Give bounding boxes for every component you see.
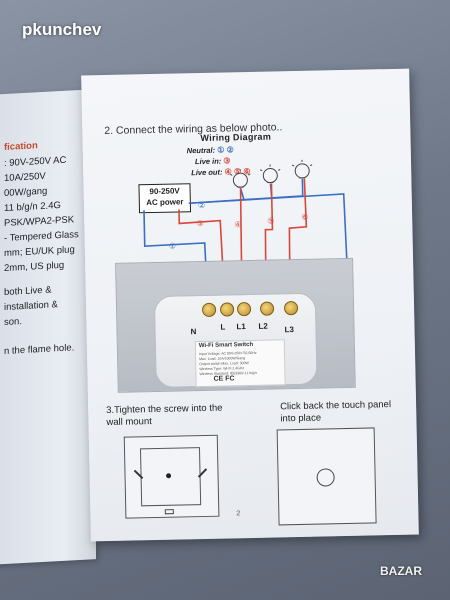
- wire-number: ③: [196, 218, 204, 229]
- left-page-line: installation &: [4, 299, 58, 313]
- screwdriver-icon: [133, 468, 208, 515]
- left-page-line: 10A/250V: [4, 170, 46, 184]
- wire-number: ②: [197, 200, 206, 211]
- left-page-line: n the flame hole.: [4, 342, 75, 357]
- left-page-line: son.: [4, 316, 22, 328]
- step4-instruction: Click back the touch panel into place: [280, 399, 392, 425]
- wire-number: ④: [234, 220, 242, 230]
- wire-number: ①: [168, 241, 177, 251]
- left-page-line: both Live &: [4, 284, 52, 298]
- site-brand-logo: BAZAR: [380, 564, 422, 578]
- left-page-line: - Tempered Glass: [4, 229, 79, 244]
- bulb-icon: [259, 164, 281, 184]
- page-number: 2: [236, 510, 241, 518]
- manual-page: 2. Connect the wiring as below photo.. W…: [81, 68, 419, 542]
- left-page-line: : 90V-250V AC: [4, 154, 67, 169]
- terminal-label: L1: [236, 322, 246, 332]
- terminal-label: N: [190, 327, 197, 337]
- watermark-text: pkunchev: [22, 20, 102, 39]
- terminal-label: L: [220, 322, 226, 332]
- terminal-label: L2: [258, 321, 268, 331]
- left-page-line: mm; EU/UK plug: [4, 244, 75, 259]
- left-page-line: 2mm, US plug: [4, 259, 65, 274]
- left-page-line: PSK/WPA2-PSK: [4, 214, 75, 229]
- step3-instruction: 3.Tighten the screw into the wall mount: [106, 402, 223, 429]
- certification-marks: CE FC: [213, 375, 235, 383]
- left-page-line: 00W/gang: [4, 185, 48, 199]
- left-manual-page: fication : 90V-250V AC 10A/250V 00W/gang…: [0, 89, 96, 565]
- terminal-label: L3: [284, 325, 294, 335]
- bulb-icon: [291, 159, 313, 179]
- left-page-line: 11 b/g/n 2.4G: [4, 200, 61, 214]
- left-page-line: fication: [4, 140, 38, 153]
- wire-number: ⑤: [267, 216, 275, 226]
- module-title: Wi-Fi Smart Switch: [198, 341, 254, 350]
- bulb-icon: [230, 169, 251, 188]
- wire-number: ⑥: [301, 212, 309, 222]
